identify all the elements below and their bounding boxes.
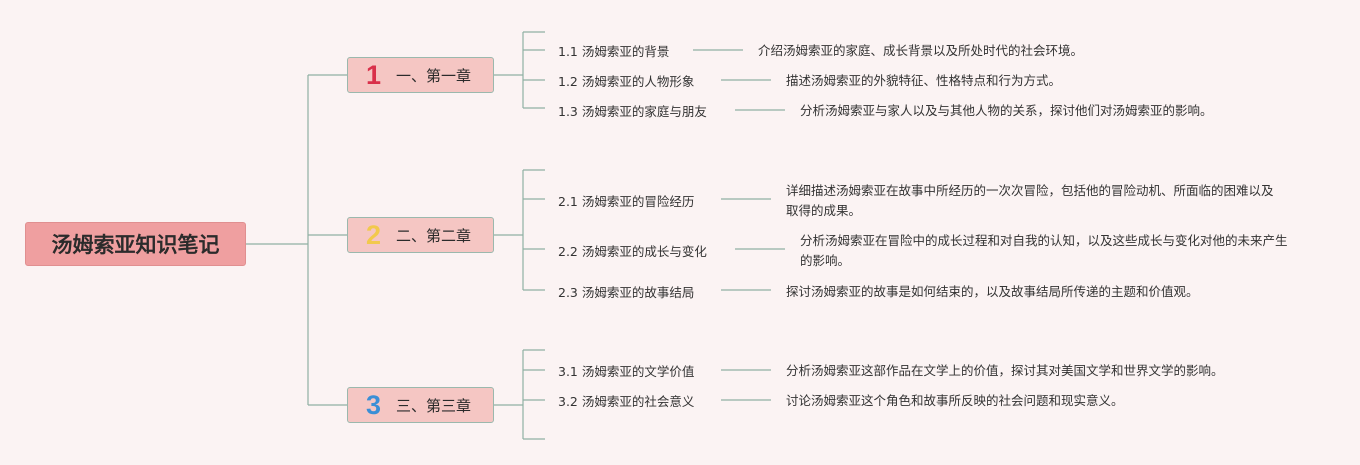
section-2-2-title[interactable]: 2.2 汤姆索亚的成长与变化 <box>558 244 707 259</box>
chapter-2-node[interactable]: 2 二、第二章 <box>347 217 494 253</box>
root-topic[interactable]: 汤姆索亚知识笔记 <box>25 222 246 266</box>
chapter-number-3: 3 <box>366 389 382 420</box>
chapter-label: 一、第一章 <box>396 66 472 85</box>
section-1-2-title[interactable]: 1.2 汤姆索亚的人物形象 <box>558 74 695 89</box>
section-1-2-desc: 描述汤姆索亚的外貌特征、性格特点和行为方式。 <box>786 73 1062 88</box>
section-1-3-title[interactable]: 1.3 汤姆索亚的家庭与朋友 <box>558 104 707 119</box>
section-1-1-title[interactable]: 1.1 汤姆索亚的背景 <box>558 44 670 59</box>
section-2-3-desc: 探讨汤姆索亚的故事是如何结束的，以及故事结局所传递的主题和价值观。 <box>786 284 1199 299</box>
section-1-3-desc: 分析汤姆索亚与家人以及与其他人物的关系，探讨他们对汤姆索亚的影响。 <box>800 103 1213 118</box>
section-3-2-title[interactable]: 3.2 汤姆索亚的社会意义 <box>558 394 695 409</box>
chapter-3-node[interactable]: 3 三、第三章 <box>347 387 494 423</box>
chapter-label: 三、第三章 <box>396 396 472 415</box>
section-2-2-desc: 分析汤姆索亚在冒险中的成长过程和对自我的认知，以及这些成长与变化对他的未来产生的… <box>800 233 1288 268</box>
section-2-3-title[interactable]: 2.3 汤姆索亚的故事结局 <box>558 285 695 300</box>
chapter-1-node[interactable]: 1 一、第一章 <box>347 57 494 93</box>
section-3-1-desc: 分析汤姆索亚这部作品在文学上的价值，探讨其对美国文学和世界文学的影响。 <box>786 363 1224 378</box>
chapter-number-1: 1 <box>366 59 382 90</box>
chapter-label: 二、第二章 <box>396 226 472 245</box>
section-1-1-desc: 介绍汤姆索亚的家庭、成长背景以及所处时代的社会环境。 <box>758 43 1084 58</box>
chapter-number-2: 2 <box>366 219 382 250</box>
section-2-1-title[interactable]: 2.1 汤姆索亚的冒险经历 <box>558 194 695 209</box>
section-3-2-desc: 讨论汤姆索亚这个角色和故事所反映的社会问题和现实意义。 <box>786 393 1124 408</box>
section-2-1-desc: 详细描述汤姆索亚在故事中所经历的一次次冒险，包括他的冒险动机、所面临的困难以及取… <box>786 183 1274 218</box>
section-3-1-title[interactable]: 3.1 汤姆索亚的文学价值 <box>558 364 695 379</box>
